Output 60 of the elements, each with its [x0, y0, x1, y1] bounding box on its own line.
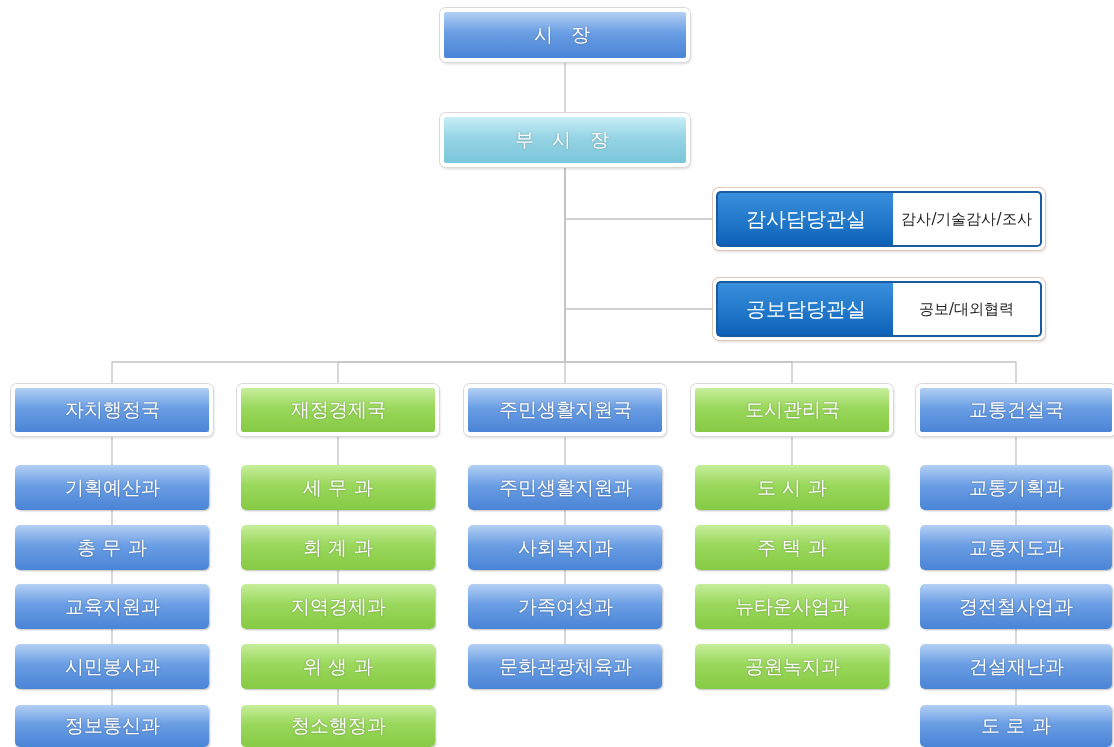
duty-label: 공보/대외협력: [893, 281, 1042, 337]
division-box: 도 시 과: [695, 465, 889, 510]
connector-line: [337, 628, 339, 645]
division-box: 교통기획과: [920, 465, 1112, 510]
division-box: 회 계 과: [241, 525, 435, 570]
division-box: 경전철사업과: [920, 584, 1112, 629]
division-box: 총 무 과: [15, 525, 209, 570]
division-box: 청소행정과: [241, 705, 435, 747]
division-box: 위 생 과: [241, 644, 435, 689]
bureau-box: 재정경제국: [237, 384, 439, 436]
bureau-box: 주민생활지원국: [464, 384, 666, 436]
office-box: [713, 188, 1045, 250]
connector-line: [564, 509, 566, 526]
division-box: 교통지도과: [920, 525, 1112, 570]
connector-line: [564, 569, 566, 585]
office-box: 시 장: [440, 8, 690, 62]
office-box: [713, 278, 1045, 340]
division-box: 기획예산과: [15, 465, 209, 510]
duty-label: 감사/기술감사/조사: [893, 191, 1042, 247]
connector-line: [111, 569, 113, 585]
connector-line: [791, 628, 793, 645]
division-box: 건설재난과: [920, 644, 1112, 689]
connector-line: [111, 628, 113, 645]
connector-line: [337, 569, 339, 585]
connector-line: [791, 569, 793, 585]
connector-line: [1015, 435, 1017, 466]
division-box: 도 로 과: [920, 705, 1112, 747]
bureau-box: 교통건설국: [916, 384, 1114, 436]
connector-line: [564, 61, 566, 114]
bureau-box: 자치행정국: [11, 384, 213, 436]
connector-line: [111, 509, 113, 526]
connector-line: [1015, 628, 1017, 645]
division-box: 지역경제과: [241, 584, 435, 629]
division-box: 사회복지과: [468, 525, 662, 570]
division-box: 문화관광체육과: [468, 644, 662, 689]
division-box: 뉴타운사업과: [695, 584, 889, 629]
connector-line: [1015, 688, 1017, 706]
connector-line: [337, 435, 339, 466]
connector-line: [1015, 569, 1017, 585]
connector-line: [337, 509, 339, 526]
connector-line: [337, 688, 339, 706]
connector-line: [1015, 509, 1017, 526]
connector-line: [111, 688, 113, 706]
division-box: 주 택 과: [695, 525, 889, 570]
division-box: 세 무 과: [241, 465, 435, 510]
office-name: 감사담당관실: [716, 191, 893, 247]
division-box: 공원녹지과: [695, 644, 889, 689]
division-box: 정보통신과: [15, 705, 209, 747]
bureau-box: 도시관리국: [691, 384, 893, 436]
division-box: 교육지원과: [15, 584, 209, 629]
connector-line: [791, 509, 793, 526]
office-box: 부 시 장: [440, 113, 690, 167]
office-name: 공보담당관실: [716, 281, 893, 337]
connector-line: [111, 435, 113, 466]
connector-line: [791, 435, 793, 466]
connector-line: [564, 628, 566, 645]
division-box: 가족여성과: [468, 584, 662, 629]
division-box: 주민생활지원과: [468, 465, 662, 510]
connector-line: [564, 435, 566, 466]
division-box: 시민봉사과: [15, 644, 209, 689]
